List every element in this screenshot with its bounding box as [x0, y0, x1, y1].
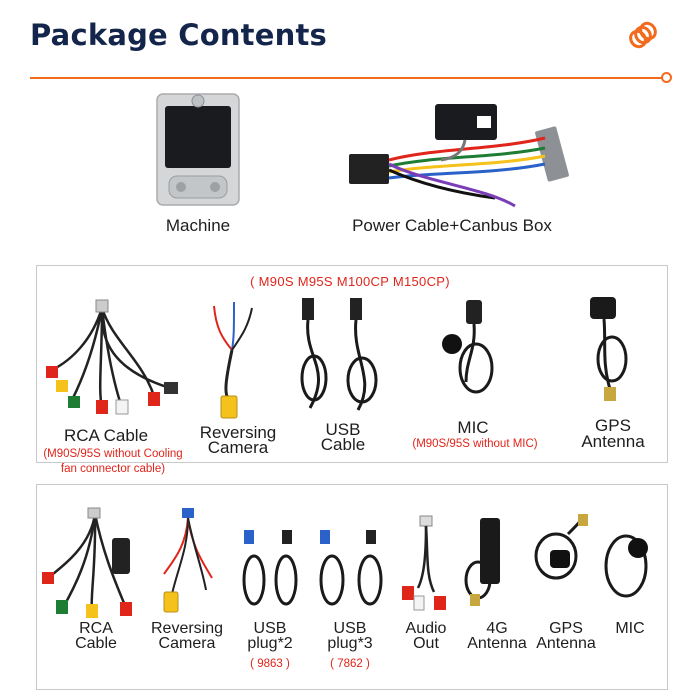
power-harness-icon	[349, 104, 569, 208]
audio-out-label-2: Out	[413, 635, 439, 652]
usb-plug-3-note: ( 7862 )	[330, 658, 370, 670]
rca-cable-icon	[42, 507, 132, 618]
reversing-camera-cable-icon	[213, 301, 253, 419]
rca-cable-icon	[46, 299, 178, 415]
4g-antenna-label-2: Antenna	[467, 635, 527, 652]
gps-antenna-label-2: Antenna	[581, 432, 645, 451]
mic-label: MIC	[457, 418, 489, 437]
usb-plug-3-label-1: USB	[333, 620, 367, 637]
mic-icon	[442, 300, 494, 394]
rca-cable-note-2: fan connector cable)	[60, 463, 166, 475]
reversing-camera-label-1: Reversing	[199, 423, 277, 442]
usb-cable-label-2: Cable	[320, 435, 366, 454]
mic-note: (M90S/95S without MIC)	[412, 438, 538, 450]
reversing-camera-cable-icon	[163, 508, 213, 613]
orange-coil-logo-icon	[629, 21, 657, 49]
rca-cable-note-1: (M90S/95S without Cooling	[43, 448, 183, 460]
rca-cable-label: RCA Cable	[63, 426, 149, 445]
rca-cable-2-label-1: RCA	[79, 620, 113, 637]
audio-out-cable-icon	[402, 515, 446, 611]
accessories-panel-2	[36, 484, 668, 690]
usb-plug-3-label-2: plug*3	[327, 635, 373, 652]
audio-out-label-1: Audio	[405, 620, 447, 637]
page-title: Package Contents	[30, 18, 327, 52]
reversing-camera-label-2: Camera	[207, 438, 269, 457]
gps-antenna-icon	[534, 514, 588, 580]
4g-antenna-label-1: 4G	[486, 620, 508, 637]
header-divider	[30, 77, 662, 79]
gps-antenna-2-label-1: GPS	[549, 620, 583, 637]
header-divider-dot	[661, 72, 672, 83]
usb-plug-2-note: ( 9863 )	[250, 658, 290, 670]
models-note: ( M90S M95S M100CP M150CP)	[250, 274, 450, 289]
usb-plug-icon	[242, 530, 298, 606]
4g-antenna-icon	[464, 518, 500, 606]
reversing-camera-2-label-1: Reversing	[150, 620, 224, 637]
usb-plug-icon	[319, 530, 383, 606]
gps-antenna-2-label-2: Antenna	[536, 635, 596, 652]
usb-plug-2-label-1: USB	[253, 620, 287, 637]
rca-cable-2-label-2: Cable	[75, 635, 117, 652]
mic-icon	[604, 534, 648, 598]
usb-cable-icon	[300, 298, 378, 411]
head-unit-icon	[156, 93, 240, 206]
reversing-camera-2-label-2: Camera	[158, 635, 216, 652]
power-cable-label: Power Cable+Canbus Box	[352, 216, 552, 235]
usb-plug-2-label-2: plug*2	[247, 635, 293, 652]
machine-label: Machine	[165, 216, 231, 235]
gps-antenna-icon	[590, 297, 628, 401]
gps-antenna-label-1: GPS	[595, 416, 631, 435]
mic-2-label: MIC	[615, 620, 645, 637]
usb-cable-label-1: USB	[325, 420, 361, 439]
